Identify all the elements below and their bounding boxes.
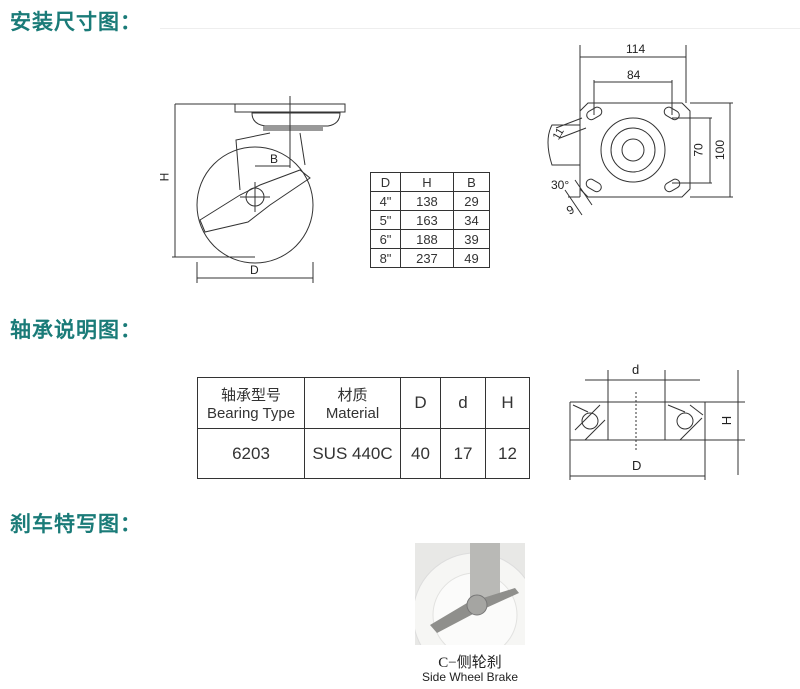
table-row: 6203 SUS 440C 40 17 12 — [197, 428, 530, 479]
bearing-cross-section — [569, 370, 745, 480]
cell: SUS 440C — [304, 428, 401, 479]
cell: 40 — [400, 428, 441, 479]
size-table-header: D — [370, 172, 401, 192]
size-table-header: B — [452, 172, 491, 192]
brake-photo — [415, 543, 525, 645]
divider — [160, 28, 800, 29]
dim-84: 84 — [627, 68, 641, 82]
header-cn: 材质 — [337, 387, 368, 404]
cell: 188 — [399, 229, 454, 249]
bearing-header-H: H — [485, 377, 530, 429]
cell: 6" — [370, 229, 401, 249]
dim-70: 70 — [691, 143, 706, 157]
cell: 29 — [452, 191, 491, 211]
cell: 163 — [399, 210, 454, 230]
header-en: Material — [325, 405, 380, 422]
heading-bearing: 轴承说明图： — [10, 319, 142, 342]
size-table-header: H — [399, 172, 454, 192]
cell: 17 — [440, 428, 486, 479]
cell: 5" — [370, 210, 401, 230]
header-cn: 轴承型号 — [220, 387, 281, 404]
side-view-label-h: H — [157, 172, 172, 182]
dim-114: 114 — [626, 42, 646, 56]
side-view-label-b: B — [270, 152, 279, 166]
caster-side-view — [172, 96, 346, 283]
cell: 138 — [399, 191, 454, 211]
cell: 6203 — [197, 428, 305, 479]
cell: 12 — [485, 428, 530, 479]
brake-caption-cn: C−侧轮刹 — [438, 655, 502, 671]
dim-100: 100 — [713, 139, 728, 161]
cell: 8" — [370, 248, 401, 268]
dim-30-deg: 30° — [551, 178, 570, 192]
cell: 34 — [452, 210, 491, 230]
heading-brake: 刹车特写图： — [10, 513, 142, 536]
wheel-illustration — [415, 543, 525, 645]
cell: 49 — [452, 248, 491, 268]
brake-caption-en: Side Wheel Brake — [421, 670, 519, 684]
side-view-label-d: D — [250, 263, 259, 277]
bearing-header-D: D — [400, 377, 441, 429]
header-en: Bearing Type — [206, 405, 296, 422]
cell: 39 — [452, 229, 491, 249]
bearing-label-H: H — [719, 415, 735, 426]
cell: 237 — [399, 248, 454, 268]
top-plate-view — [547, 45, 733, 216]
cell: 4" — [370, 191, 401, 211]
bearing-label-d: d — [632, 362, 640, 377]
bearing-header-d: d — [440, 377, 486, 429]
heading-install-dimensions: 安装尺寸图： — [10, 11, 142, 34]
bearing-label-D: D — [632, 458, 642, 473]
